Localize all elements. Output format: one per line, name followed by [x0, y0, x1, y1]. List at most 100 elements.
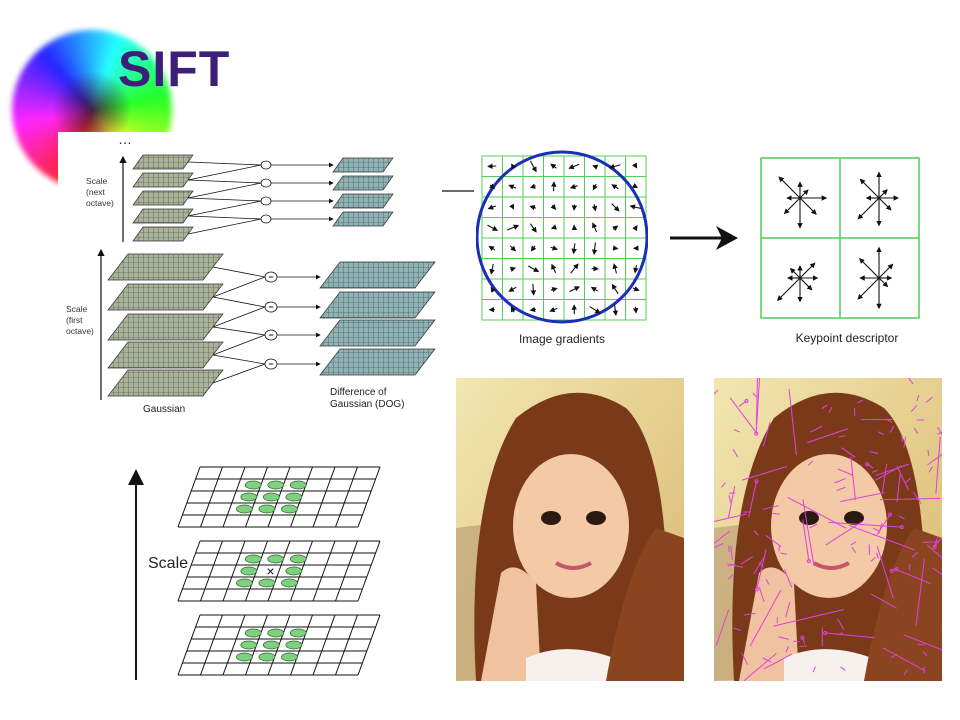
keypoint-dot: [806, 559, 811, 564]
keypoint-vector: [778, 545, 780, 552]
gradient-arrow: [612, 245, 619, 251]
keypoint-vector: [837, 618, 845, 630]
dog-pyramid-diagram: … Scale (next octave) Scale (first octav…: [66, 132, 436, 415]
keypoint-vector: [912, 491, 922, 505]
gradient-arrow: [487, 204, 496, 210]
gradient-grid: [481, 155, 647, 321]
keypoint-vector: [730, 546, 733, 560]
keypoint-vector: [928, 466, 934, 473]
neighbor-sample: [240, 492, 258, 502]
gaussian-layer: [132, 190, 194, 206]
keypoint-vector: [752, 392, 758, 398]
orientation-histogram-arrow: [776, 277, 801, 302]
gaussian-layer: [107, 253, 224, 281]
keypoint-vector: [828, 521, 902, 528]
keypoint-vector: [749, 589, 782, 647]
slide-title: SIFT: [118, 41, 231, 97]
keypoint-vector: [834, 477, 846, 484]
keypoint-vector: [733, 429, 740, 433]
sift-keypoint-overlay: [714, 378, 942, 681]
orientation-histogram-arrow: [783, 197, 801, 215]
svg-text:Scale: Scale: [86, 176, 108, 186]
dog-label-line2: Gaussian (DOG): [330, 399, 404, 410]
keypoint-vector: [809, 523, 818, 529]
keypoint-vector: [741, 652, 749, 665]
gradient-arrow: [590, 286, 599, 293]
keypoint-vector: [793, 640, 801, 643]
svg-text:−: −: [268, 272, 273, 282]
keypoint-vector: [851, 546, 857, 554]
neighbor-sample: [244, 554, 262, 564]
dog-layer: [319, 348, 436, 376]
keypoint-dot: [894, 567, 899, 572]
neighbor-sample: [258, 578, 276, 588]
keypoint-vector: [927, 453, 942, 466]
gradient-arrow: [550, 163, 557, 170]
neighbor-sample: [240, 566, 258, 576]
orientation-histogram-arrow: [789, 267, 801, 279]
first-octave-difference-lines: [212, 266, 321, 384]
svg-text:octave): octave): [66, 326, 94, 336]
gradient-arrow: [529, 223, 537, 233]
keypoint-vector: [850, 456, 856, 500]
svg-text:(first: (first: [66, 315, 83, 325]
keypoint-vector: [932, 567, 942, 576]
portrait-photo: [456, 378, 684, 681]
gradient-arrow: [530, 245, 537, 252]
gaussian-layer: [107, 341, 224, 369]
gradient-arrow: [591, 242, 598, 256]
keypoint-vector: [758, 586, 765, 603]
gradient-arrow: [592, 183, 598, 191]
neighbor-sample: [289, 628, 307, 638]
svg-text:−: −: [268, 359, 273, 369]
keypoint-vector: [785, 646, 790, 652]
neighbor-sample: [236, 652, 253, 662]
keypoint-vector: [714, 543, 724, 549]
next-octave-dog-stack: [332, 157, 394, 227]
gradient-arrow: [569, 286, 581, 293]
keypoint-vector: [903, 634, 942, 651]
keypoint-vector: [916, 394, 920, 402]
candidate-keypoint-x: ×: [266, 563, 274, 579]
keypoint-vector: [821, 404, 828, 410]
keypoint-vector: [881, 463, 888, 494]
gradient-arrow: [632, 162, 638, 169]
orientation-histogram-arrow: [778, 176, 801, 199]
gradient-arrow: [632, 286, 640, 292]
neighbor-sample: [281, 578, 298, 588]
gradient-arrow: [510, 306, 516, 313]
keypoint-vector: [922, 541, 940, 543]
keypoint-vector: [721, 482, 726, 488]
gradient-arrow: [529, 205, 537, 211]
keypoint-descriptor-diagram: Keypoint descriptor: [760, 157, 920, 345]
keypoint-vector: [773, 608, 845, 627]
neighbor-sample: [236, 504, 253, 514]
scale-space-layers: ×: [177, 466, 381, 676]
gradient-arrow: [510, 266, 517, 272]
gradient-arrow: [489, 263, 495, 275]
gradient-arrow: [608, 163, 621, 170]
keypoint-vector: [825, 632, 875, 639]
next-octave-difference-lines: [187, 161, 334, 235]
keypoint-dot: [899, 525, 904, 530]
dog-layer: [319, 319, 436, 347]
gradient-arrow: [592, 222, 598, 233]
neighbor-sample: [267, 554, 285, 564]
gaussian-layer: [107, 313, 224, 341]
keypoint-vector: [876, 552, 879, 559]
neighbor-sample: [289, 480, 307, 490]
keypoint-vector: [732, 449, 739, 458]
keypoint-vector: [937, 431, 942, 435]
keypoint-vector: [903, 669, 908, 676]
gradient-arrow: [571, 243, 577, 255]
gradient-arrow: [611, 184, 619, 190]
orientation-histogram-arrow: [859, 178, 880, 199]
gradient-arrow: [490, 286, 496, 293]
neighbor-sample: [240, 640, 258, 650]
keypoint-vector: [780, 552, 788, 555]
gradient-arrow: [508, 184, 517, 190]
gradient-arrow: [550, 224, 557, 230]
neighbor-sample: [267, 628, 285, 638]
keypoint-dot: [800, 635, 805, 640]
connector-line: [442, 190, 474, 192]
